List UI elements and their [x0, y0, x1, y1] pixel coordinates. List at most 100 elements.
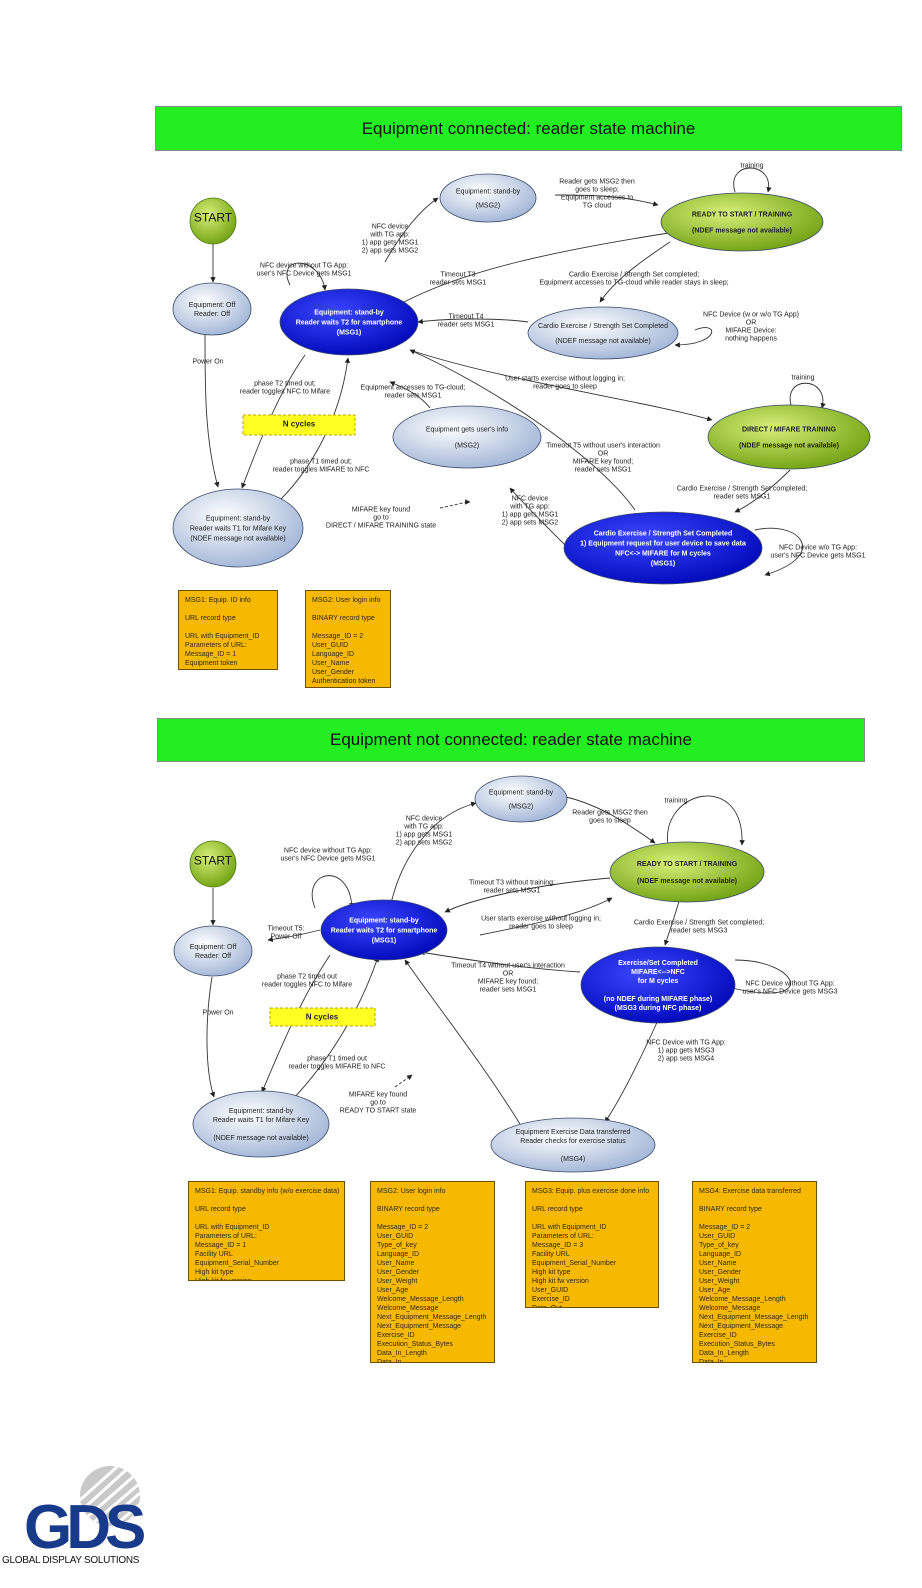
top-standby-msg2-shape	[439, 173, 537, 223]
bottom-start-label: START	[194, 854, 233, 868]
top-direct-shape	[707, 404, 871, 470]
edge-direct-to-cardio1	[734, 469, 791, 513]
edge-ready-training	[733, 167, 772, 193]
msg4-data-line: User_Weight	[699, 1278, 740, 1285]
edge-ready-to-t2	[394, 231, 676, 308]
edge-t1-to-t2	[279, 357, 351, 501]
msg1-info-line: MSG1: Equip. ID info	[185, 597, 251, 604]
msg1-standby-line: URL with Equipment_ID	[195, 1224, 270, 1231]
msg1-standby-line: URL record type	[195, 1206, 246, 1213]
msg3-exercise-line: URL record type	[532, 1206, 583, 1213]
top-cardio-label: Cardio Exercise / Strength Set Completed…	[538, 323, 668, 345]
bottom-n-cycles-label: N cycles	[306, 1013, 339, 1022]
bottom-states: START Equipment: stand-by(MSG2) READY TO S…	[173, 775, 765, 1173]
msg3-exercise-line: Message_ID = 3	[532, 1242, 584, 1249]
msg1-info-line	[185, 623, 271, 632]
msg1-standby-line: Equipment_Serial_Number	[195, 1260, 280, 1267]
msg2-login-line: Type_of_key	[377, 1242, 417, 1249]
msg2-login-line	[377, 1196, 488, 1205]
msg4-data-line: MSG4: Exercise data transferred	[699, 1188, 801, 1195]
msg1-standby-line: Parameters of URL:	[195, 1233, 257, 1240]
msg2-login-line: Exercise_ID	[377, 1332, 415, 1339]
msg4-data-line: Data_In	[699, 1359, 724, 1363]
msg4-data-line: Data_In_Length	[699, 1350, 749, 1357]
msg3-exercise-line: Exercise_ID	[532, 1296, 570, 1303]
edge-b-t2-selfloop	[311, 875, 355, 909]
edge-b-t1-to-t2	[291, 956, 379, 1101]
msg4-data-line: Execution_Status_Bytes	[699, 1341, 775, 1348]
bottom-banner: Equipment not connected: reader state ma…	[157, 718, 865, 762]
msg1-standby-line: High kit type	[195, 1269, 234, 1276]
bottom-standby-msg2: Equipment: stand-by(MSG2)	[474, 775, 568, 823]
bottom-equip-off-shape	[173, 925, 253, 977]
msg2-login-line: Next_Equipment_Message	[377, 1323, 462, 1330]
top-standby-t2-shape	[279, 288, 419, 356]
bottom-ready-label: READY TO START / TRAINING(NDEF message n…	[637, 861, 738, 885]
edge-gets-to-t2	[389, 381, 431, 409]
msg2-info-line: Message_ID = 2	[312, 633, 364, 640]
msg4-data-line: Welcome_Message_Length	[699, 1296, 786, 1303]
bottom-n-cycles-box	[269, 1007, 376, 1027]
top-standby-msg2: Equipment: stand-by(MSG2)	[439, 173, 537, 223]
edge-t2-selfloop	[286, 262, 327, 291]
top-equip-off-shape	[172, 282, 252, 336]
msg4-data-line: User_Age	[699, 1287, 731, 1294]
msg1-info-line: Equipment token	[185, 660, 238, 667]
edge-b-exercise-selfloop	[727, 959, 791, 994]
top-standby-msg2-label: Equipment: stand-by(MSG2)	[456, 189, 521, 210]
top-ready-shape	[660, 192, 824, 252]
msg2-login-line: BINARY record type	[377, 1206, 440, 1213]
msg1-standby-line: Facility URL	[195, 1251, 233, 1258]
msg2-login-line: Next_Equipment_Message_Length	[377, 1314, 487, 1321]
edge-cardio-to-t2	[417, 318, 529, 325]
edge-b-t2-to-off	[267, 929, 321, 943]
top-cardio-shape	[527, 306, 679, 360]
edge-off-to-t1	[204, 334, 220, 488]
edge-b-off-to-t1	[206, 976, 216, 1098]
msg1-standby-line: High kit fw version	[195, 1277, 338, 1280]
msg2-login-line: Welcome_Message	[377, 1305, 439, 1312]
msg2-info-line	[312, 605, 384, 614]
msg1-standby-box: MSG1: Equip. standby info (w/o exercise …	[188, 1181, 345, 1281]
top-n-cycles-box	[242, 414, 356, 436]
lbl-b-timeout-t3: Timeout T3 without training;reader sets …	[469, 880, 555, 895]
msg1-standby-line	[195, 1214, 338, 1223]
msg1-info-line: URL record type	[185, 615, 236, 622]
lbl-top-cardio-msg1: Cardio Exercise / Strength Set completed…	[677, 486, 807, 501]
msg3-exercise-line	[532, 1196, 652, 1205]
msg4-data-line: BINARY record type	[699, 1206, 762, 1213]
bottom-exercise-set-shape	[580, 946, 736, 1024]
edge-cardio1-to-t2	[409, 349, 636, 511]
msg4-data-line: User_GUID	[699, 1233, 736, 1240]
bottom-standby-msg2-label: Equipment: stand-by(MSG2)	[489, 790, 554, 811]
top-cardio-msg1: Cardio Exercise / Strength Set Completed…	[563, 511, 763, 585]
msg4-data-line: Exercise_ID	[699, 1332, 737, 1339]
msg2-info-line: BINARY record type	[312, 615, 375, 622]
msg2-login-line: Language_ID	[377, 1251, 420, 1258]
msg1-standby-line: MSG1: Equip. standby info (w/o exercise …	[195, 1188, 340, 1195]
edge-b-mifare-dashed	[394, 1074, 413, 1088]
top-gets-user: Equipment gets user's info(MSG2)	[392, 405, 542, 469]
msg3-exercise-line: MSG3: Equip. plus exercise done info	[532, 1188, 650, 1195]
edge-b-ready-training	[667, 795, 745, 846]
edge-b-msg2-to-ready	[565, 796, 656, 844]
msg3-exercise-line	[532, 1214, 652, 1223]
edge-msg2-to-ready	[554, 194, 659, 207]
edge-cardio1-to-gets	[509, 487, 566, 546]
